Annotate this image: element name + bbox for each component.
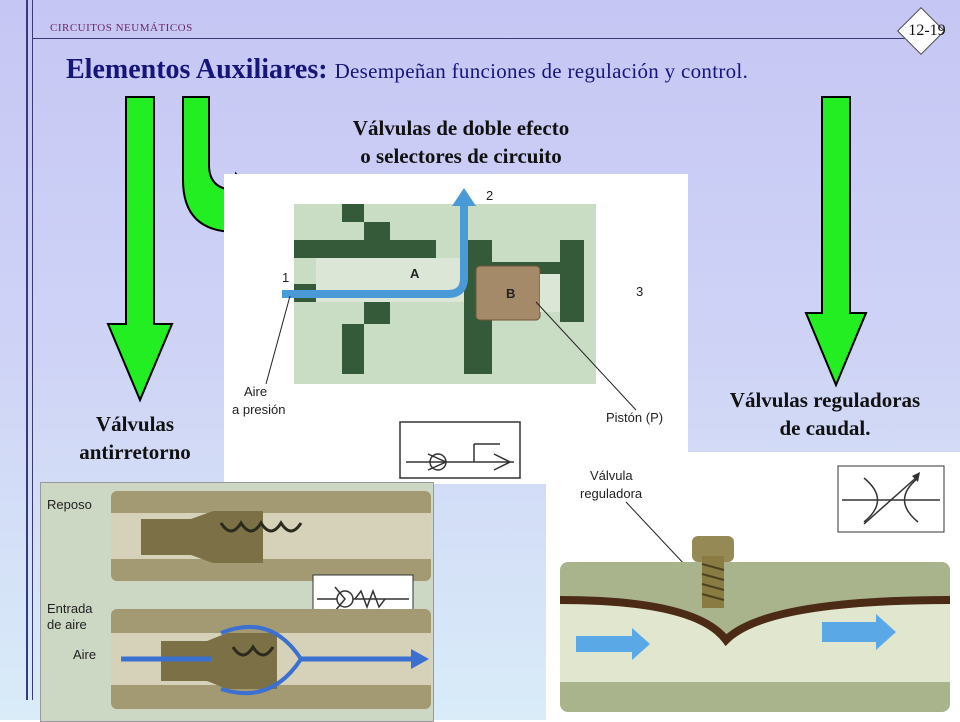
valve-rest-body — [111, 491, 431, 581]
inlet-label-1: Entrada — [47, 601, 93, 616]
page-number-badge: 12-19 — [896, 6, 946, 56]
page-number: 12-19 — [908, 22, 946, 39]
non-return-valve-diagram: Reposo Entrada de aire Aire — [40, 482, 434, 722]
shuttle-valve-symbol — [399, 421, 521, 479]
label-double-effect-line1: Válvulas de doble efecto — [352, 116, 570, 140]
chamber-a-label: A — [410, 266, 420, 281]
left-border-line — [26, 0, 28, 700]
section-label: CIRCUITOS NEUMÁTICOS — [50, 22, 193, 34]
label-flow-line1: Válvulas reguladoras — [729, 388, 921, 412]
title-description: Desempeñan funciones de regulación y con… — [334, 59, 749, 83]
piston-b-label: B — [506, 286, 515, 301]
label-double-effect: Válvulas de doble efecto o selectores de… — [316, 114, 606, 170]
regulator-label-2: reguladora — [580, 486, 643, 501]
title-main: Elementos Auxiliares: — [66, 54, 328, 85]
state-rest-label: Reposo — [47, 497, 92, 512]
label-double-effect-line2: o selectores de circuito — [360, 144, 562, 168]
left-border-line-inner — [32, 0, 33, 700]
piston-leader-line — [535, 301, 637, 411]
air-flow-arrowhead — [452, 188, 476, 206]
label-flow-line2: de caudal. — [779, 416, 871, 440]
air-pressure-label-1: Aire — [244, 384, 267, 399]
label-non-return-line1: Válvulas — [95, 412, 175, 436]
air-leader-line — [265, 295, 291, 385]
label-non-return-line2: antirretorno — [79, 440, 191, 464]
slide-title: Elementos Auxiliares: Desempeñan funcion… — [66, 54, 748, 86]
port-1-label: 1 — [282, 270, 289, 285]
label-flow-regulator: Válvulas reguladoras de caudal. — [694, 386, 956, 442]
non-return-valve-svg: Reposo Entrada de aire Aire — [47, 491, 431, 709]
flow-regulator-symbol — [837, 465, 945, 533]
inlet-label-2: de aire — [47, 617, 87, 632]
arrow-down-left — [106, 96, 174, 403]
piston-p-label: Pistón (P) — [606, 410, 663, 425]
air-flow-path — [282, 204, 468, 298]
regulator-label-1: Válvula — [590, 468, 633, 483]
flow-regulator-svg: Válvula reguladora — [559, 465, 951, 712]
flow-pipe — [559, 536, 951, 712]
arrow-down-right — [804, 96, 868, 388]
valve-open-body — [111, 609, 431, 709]
port-3-label: 3 — [636, 284, 643, 299]
label-non-return: Válvulas antirretorno — [40, 410, 230, 466]
valve-right-chamber — [540, 274, 560, 312]
air-pressure-label-2: a presión — [232, 402, 285, 417]
air-label: Aire — [73, 647, 96, 662]
double-effect-valve-diagram: 2 1 3 A B Aire a presión Pistón (P) — [224, 174, 688, 484]
flow-regulator-diagram: Válvula reguladora — [546, 452, 960, 720]
double-effect-valve-svg: 2 1 3 A B Aire a presión Pistón (P) — [232, 188, 663, 479]
header-rule — [32, 38, 912, 39]
port-2-label: 2 — [486, 188, 493, 203]
